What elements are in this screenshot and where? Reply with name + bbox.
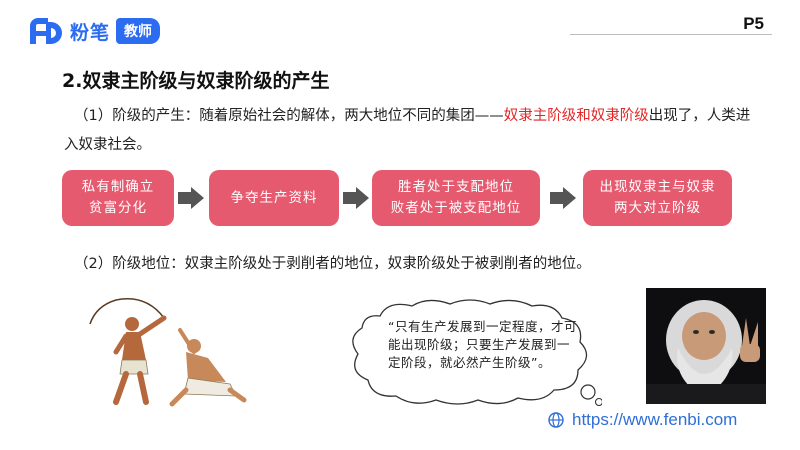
flow-step-3: 胜者处于支配地位败者处于被支配地位	[372, 170, 540, 226]
brand-name: 粉笔	[70, 21, 111, 44]
flow-step-2-line1: 争夺生产资料	[230, 189, 318, 206]
flow-step-1-line2: 贫富分化	[89, 200, 147, 216]
footer-url[interactable]: https://www.fenbi.com	[548, 410, 737, 430]
brand-badge: 教师	[116, 18, 161, 44]
flow-step-1-line1: 私有制确立	[81, 179, 155, 195]
header-divider	[570, 34, 772, 35]
flow-step-3-line1: 胜者处于支配地位	[398, 179, 514, 195]
slavery-illustration	[89, 298, 247, 407]
paragraph-class-status: （2）阶级地位：奴隶主阶级处于剥削者的地位，奴隶阶级处于被剥削者的地位。	[74, 256, 591, 272]
paragraph-class-origin: （1）阶级的产生：随着原始社会的解体，两大地位不同的集团——奴隶主阶级和奴隶阶级…	[64, 102, 764, 160]
footer-url-text: https://www.fenbi.com	[572, 410, 738, 429]
flow-step-4-line2: 两大对立阶级	[614, 200, 701, 216]
flow-step-4: 出现奴隶主与奴隶两大对立阶级	[583, 170, 732, 226]
marx-quote: “只有生产发展到一定程度，才可能出现阶级；只要生产发展到一定阶段，就必然产生阶级…	[388, 319, 577, 370]
marx-portrait	[646, 288, 766, 404]
section-heading: 2.奴隶主阶级与奴隶阶级的产生	[62, 70, 330, 92]
fenbi-logo: 粉笔 教师	[30, 16, 161, 46]
flow-step-1: 私有制确立贫富分化	[62, 170, 174, 226]
page-number: P5	[743, 14, 764, 33]
process-flow: 私有制确立贫富分化 争夺生产资料 胜者处于支配地位败者处于被支配地位 出现奴隶主…	[62, 170, 732, 226]
globe-icon	[548, 412, 564, 428]
paragraph1-suffix: 出现了，人类进入奴隶社会。	[64, 108, 751, 153]
flow-step-3-line2: 败者处于被支配地位	[390, 200, 522, 216]
flow-step-2: 争夺生产资料	[209, 170, 339, 226]
paragraph1-prefix: （1）阶级的产生：随着原始社会的解体，两大地位不同的集团——	[74, 108, 504, 124]
arrow-right-icon	[343, 187, 369, 209]
flow-step-4-line1: 出现奴隶主与奴隶	[599, 179, 716, 195]
arrow-right-icon	[178, 187, 204, 209]
fenbi-logo-icon	[30, 18, 64, 44]
arrow-right-icon	[550, 187, 576, 209]
thought-bubble	[352, 299, 602, 406]
paragraph1-highlight: 奴隶主阶级和奴隶阶级	[503, 108, 649, 124]
